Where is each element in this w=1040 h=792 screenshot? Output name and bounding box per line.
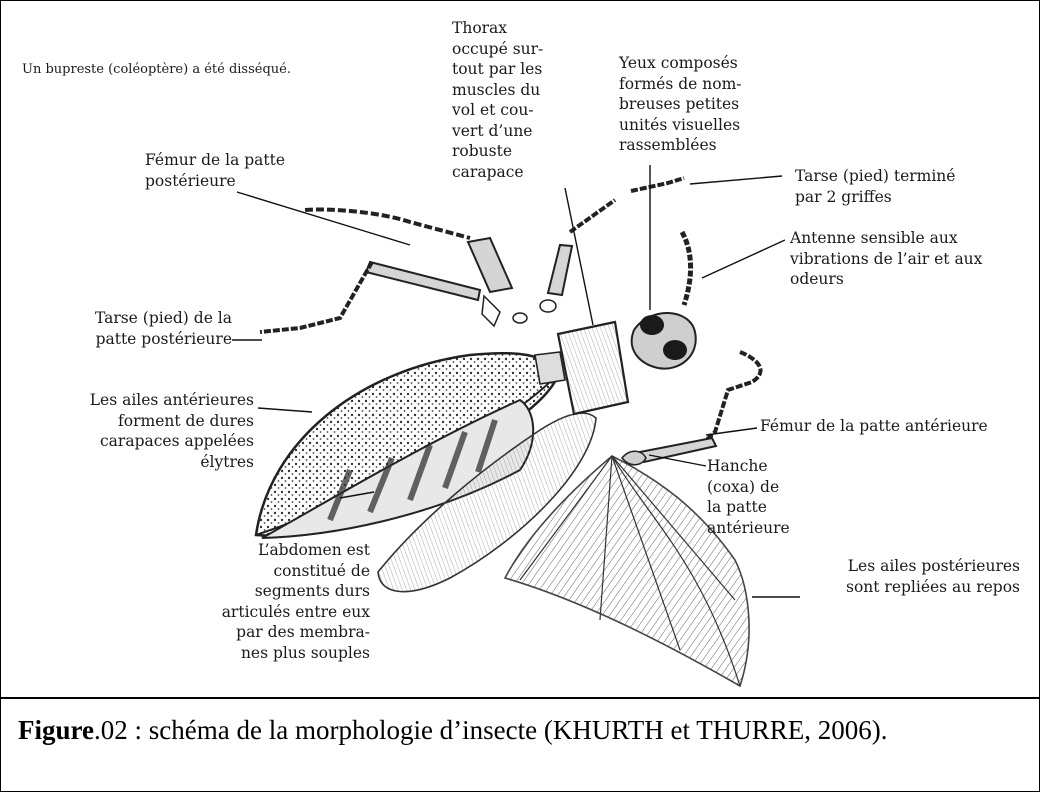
antenna — [682, 232, 691, 305]
label-tarse-posterieur: Tarse (pied) de la patte postérieure — [48, 308, 232, 349]
caption-text: schéma de la morphologie d’insecte (KHUR… — [142, 715, 887, 745]
caption-divider — [0, 697, 1040, 699]
caption-figure-word: Figure — [18, 715, 94, 745]
label-antenne: Antenne sensible aux vibrations de l’air… — [790, 228, 1020, 290]
figure-caption: Figure.02 : schéma de la morphologie d’i… — [18, 712, 1018, 748]
thorax-plate — [558, 322, 628, 414]
front-tarsus — [631, 178, 684, 191]
label-tarse-anterieur: Tarse (pied) terminé par 2 griffes — [795, 166, 995, 207]
head — [632, 313, 696, 369]
label-thorax: Thorax occupé sur- tout par les muscles … — [452, 18, 592, 182]
front-leg — [622, 352, 761, 465]
label-femur-posterieur: Fémur de la patte postérieure — [145, 150, 315, 191]
label-ailes-anterieures: Les ailes antérieures forment de dures c… — [40, 390, 254, 472]
label-ailes-posterieures: Les ailes postérieures sont repliées au … — [790, 556, 1020, 597]
label-femur-anterieur: Fémur de la patte antérieure — [760, 416, 1030, 437]
label-yeux-composes: Yeux composés formés de nom- breuses pet… — [619, 53, 769, 156]
hind-leg — [260, 210, 527, 333]
label-hanche: Hanche (coxa) de la patte antérieure — [707, 456, 827, 538]
middle-leg — [540, 200, 615, 312]
caption-number: .02 : — [94, 715, 142, 745]
label-abdomen: L’abdomen est constitué de segments durs… — [196, 540, 370, 663]
scutellum — [535, 352, 565, 384]
